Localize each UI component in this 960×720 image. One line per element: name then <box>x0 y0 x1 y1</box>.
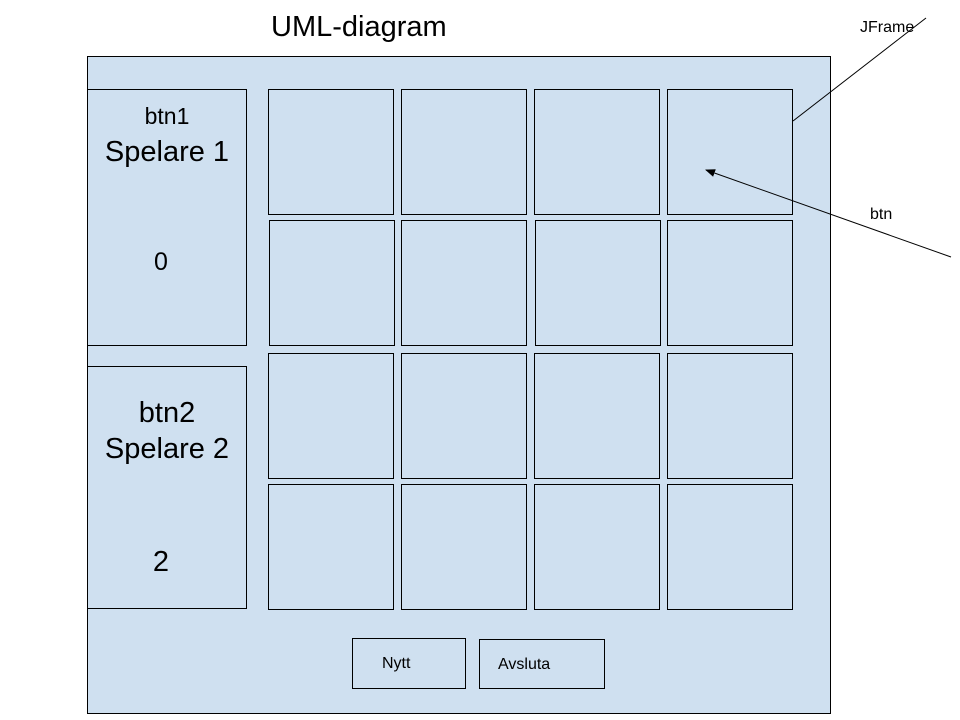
player1-name: Spelare 1 <box>104 136 230 168</box>
btn-callout-label: btn <box>870 206 893 223</box>
grid-button[interactable] <box>268 484 394 610</box>
grid-button[interactable] <box>534 89 660 215</box>
new-game-button[interactable]: Nytt <box>352 638 466 689</box>
player2-score: 2 <box>152 546 170 578</box>
grid-button[interactable] <box>667 89 793 215</box>
grid-button[interactable] <box>534 484 660 610</box>
grid-button[interactable] <box>269 220 395 346</box>
player1-button-label: btn1 <box>144 103 190 129</box>
diagram-title: UML-diagram <box>271 11 447 43</box>
btn-callout-arrow <box>705 169 952 258</box>
player2-name: Spelare 2 <box>104 433 230 465</box>
grid-button[interactable] <box>268 353 394 479</box>
grid-button[interactable] <box>667 220 793 346</box>
new-game-label: Nytt <box>382 655 411 672</box>
grid-button[interactable] <box>667 484 793 610</box>
jframe-callout-label: JFrame <box>860 19 915 36</box>
player2-panel[interactable]: btn2 Spelare 2 2 <box>87 366 247 609</box>
grid-button[interactable] <box>535 220 661 346</box>
grid-button[interactable] <box>268 89 394 215</box>
grid-button[interactable] <box>534 353 660 479</box>
grid-button[interactable] <box>667 353 793 479</box>
grid-button[interactable] <box>401 484 527 610</box>
grid-button[interactable] <box>401 353 527 479</box>
player2-button-label: btn2 <box>138 397 196 429</box>
player1-score: 0 <box>154 248 168 276</box>
quit-button[interactable]: Avsluta <box>479 639 605 689</box>
quit-label: Avsluta <box>498 656 551 673</box>
grid-button[interactable] <box>401 89 527 215</box>
jframe-callout-line <box>792 17 927 122</box>
grid-button[interactable] <box>401 220 527 346</box>
player1-panel[interactable]: btn1 Spelare 1 0 <box>87 89 247 346</box>
